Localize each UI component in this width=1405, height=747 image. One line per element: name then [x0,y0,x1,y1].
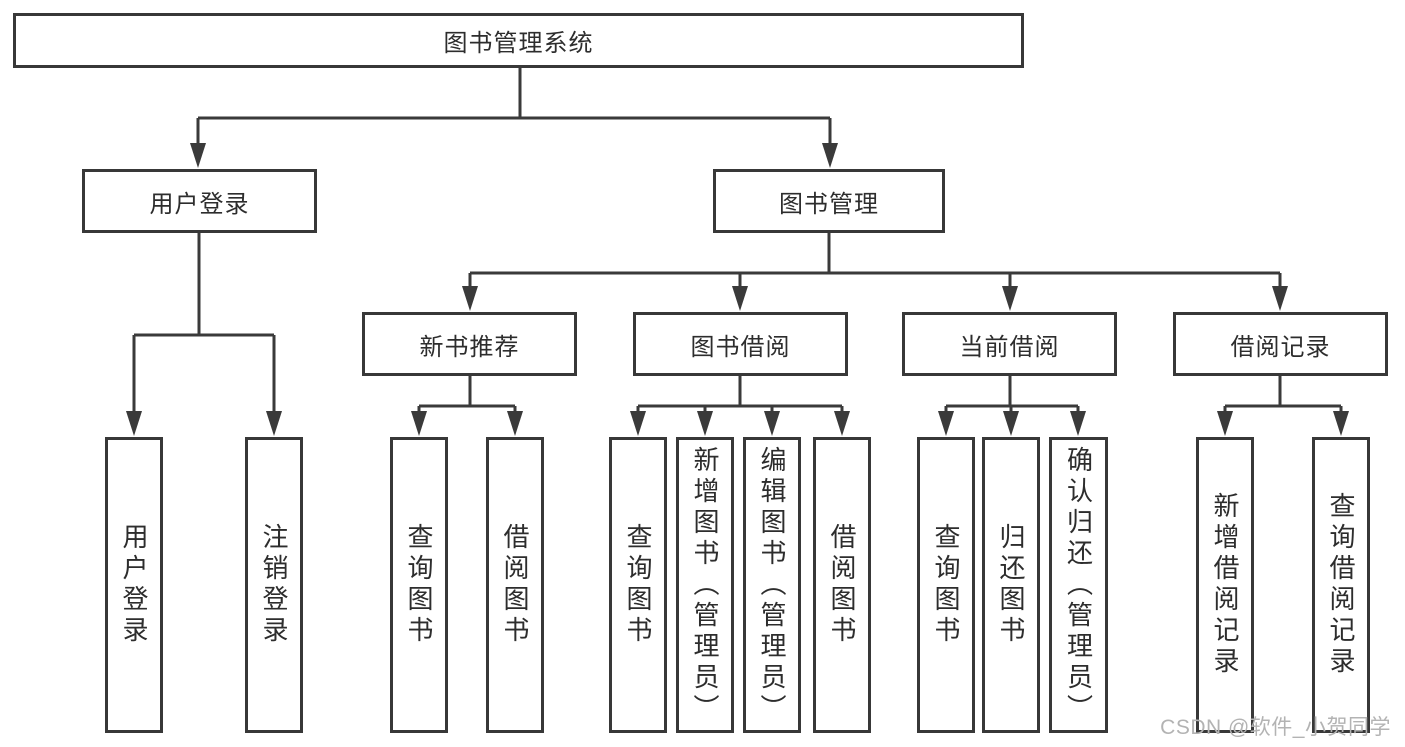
node-label: 用户登录 [149,190,250,218]
node-label: 查询图书 [623,523,653,647]
node-label: 图书借阅 [690,333,791,361]
leaf-edit-book-admin: 编辑图书（管理员） [743,437,801,733]
node-borrowing-records: 借阅记录 [1173,312,1388,376]
node-label: 借阅图书 [827,523,857,647]
csdn-watermark: CSDN @软件_小贺同学 [1160,716,1391,739]
leaf-return-books: 归还图书 [982,437,1040,733]
leaf-query-books-borrowing: 查询图书 [609,437,667,733]
node-label: 注销登录 [259,523,289,647]
leaf-query-books-current: 查询图书 [917,437,975,733]
leaf-query-books-recommend: 查询图书 [390,437,448,733]
leaf-logout: 注销登录 [245,437,303,733]
leaf-confirm-return-admin: 确认归还（管理员） [1049,437,1108,733]
leaf-user-login: 用户登录 [105,437,163,733]
node-root-library-management-system: 图书管理系统 [13,13,1024,68]
node-label: 归还图书 [996,523,1026,647]
leaf-add-borrow-record: 新增借阅记录 [1196,437,1254,733]
node-label: 新书推荐 [419,333,520,361]
node-new-book-recommendation: 新书推荐 [362,312,577,376]
node-label: 查询借阅记录 [1326,492,1356,678]
leaf-borrow-books: 借阅图书 [813,437,871,733]
node-label: 新增借阅记录 [1210,492,1240,678]
node-label: 当前借阅 [959,333,1060,361]
node-label: 借阅记录 [1230,333,1331,361]
node-label: 查询图书 [404,523,434,647]
node-label: 图书管理系统 [443,30,594,57]
node-book-borrowing: 图书借阅 [633,312,848,376]
leaf-borrow-books-recommend: 借阅图书 [486,437,544,733]
node-label: 查询图书 [931,523,961,647]
node-label: 新增图书（管理员） [690,445,720,725]
node-label: 用户登录 [119,523,149,647]
node-label: 借阅图书 [500,523,530,647]
leaf-query-borrow-record: 查询借阅记录 [1312,437,1370,733]
arrowheads [126,143,1349,436]
node-label: 确认归还（管理员） [1063,445,1094,725]
node-current-borrowing: 当前借阅 [902,312,1117,376]
node-label: 图书管理 [779,190,879,218]
node-label: 编辑图书（管理员） [757,445,787,725]
node-user-login: 用户登录 [82,169,317,233]
leaf-add-book-admin: 新增图书（管理员） [676,437,734,733]
node-book-management: 图书管理 [713,169,945,233]
